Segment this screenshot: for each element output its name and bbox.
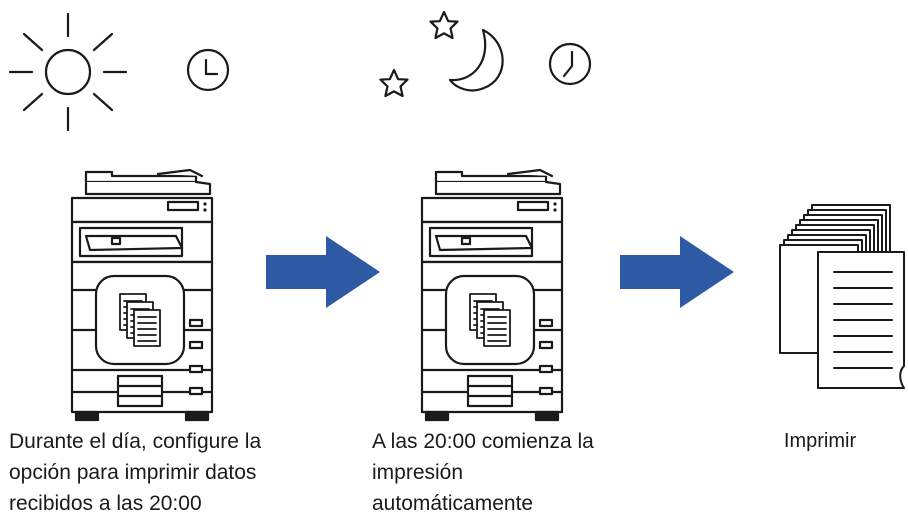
- moon-icon: [448, 28, 504, 92]
- star-icon: [379, 68, 409, 98]
- clock-icon: [548, 42, 592, 86]
- printer-icon: [420, 168, 564, 422]
- step-2-caption: A las 20:00 comienza la impresión automá…: [372, 430, 594, 515]
- printer-icon: [70, 168, 214, 422]
- arrow-right-icon: [620, 236, 734, 308]
- step-3-caption: Imprimir: [783, 430, 857, 452]
- paper-stack-icon: [778, 203, 905, 389]
- star-icon: [429, 10, 459, 40]
- step-1-caption: Durante el día, configure la opción para…: [9, 430, 262, 515]
- arrow-right-icon: [266, 236, 380, 308]
- clock-icon: [186, 48, 230, 92]
- sun-icon: [8, 12, 128, 132]
